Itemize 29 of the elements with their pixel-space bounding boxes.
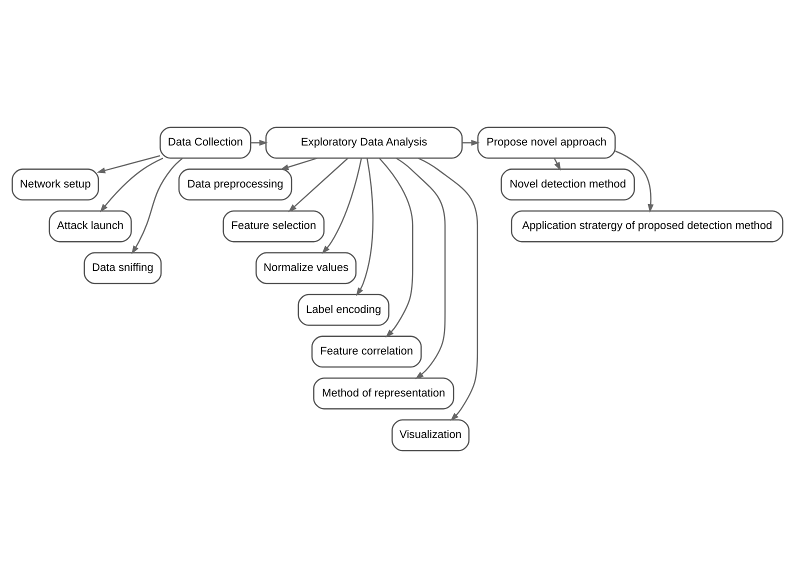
- node-box: Method of representation: [313, 377, 454, 410]
- node-box: Feature correlation: [311, 336, 422, 368]
- node-box: Application stratergy of proposed detection method: [510, 210, 784, 242]
- node-box: Data preprocessing: [178, 168, 292, 201]
- node-box: Propose novel approach: [477, 126, 616, 159]
- node-box: Data Collection: [160, 126, 252, 159]
- arrow: [356, 158, 374, 296]
- arrow: [418, 158, 478, 422]
- arrow: [96, 155, 160, 174]
- node-box: Novel detection method: [500, 168, 635, 201]
- node-box: Exploratory Data Analysis: [265, 126, 463, 159]
- node-box: Feature selection: [222, 210, 325, 242]
- node-box: Normalize values: [256, 252, 357, 284]
- arrow: [100, 158, 164, 212]
- node-box: Visualization: [392, 419, 470, 452]
- arrow: [288, 158, 348, 212]
- node-box: Label encoding: [298, 294, 390, 326]
- node-box: Data sniffing: [84, 252, 162, 284]
- arrow: [322, 158, 362, 254]
- node-box: Attack launch: [48, 210, 132, 242]
- node-box: Network setup: [12, 168, 100, 201]
- arrow: [554, 158, 561, 171]
- arrow: [615, 150, 654, 213]
- arrow: [396, 158, 446, 380]
- arrow: [462, 140, 480, 146]
- arrow: [132, 158, 183, 254]
- arrow: [280, 158, 318, 170]
- arrow: [250, 140, 268, 146]
- arrow: [378, 158, 414, 338]
